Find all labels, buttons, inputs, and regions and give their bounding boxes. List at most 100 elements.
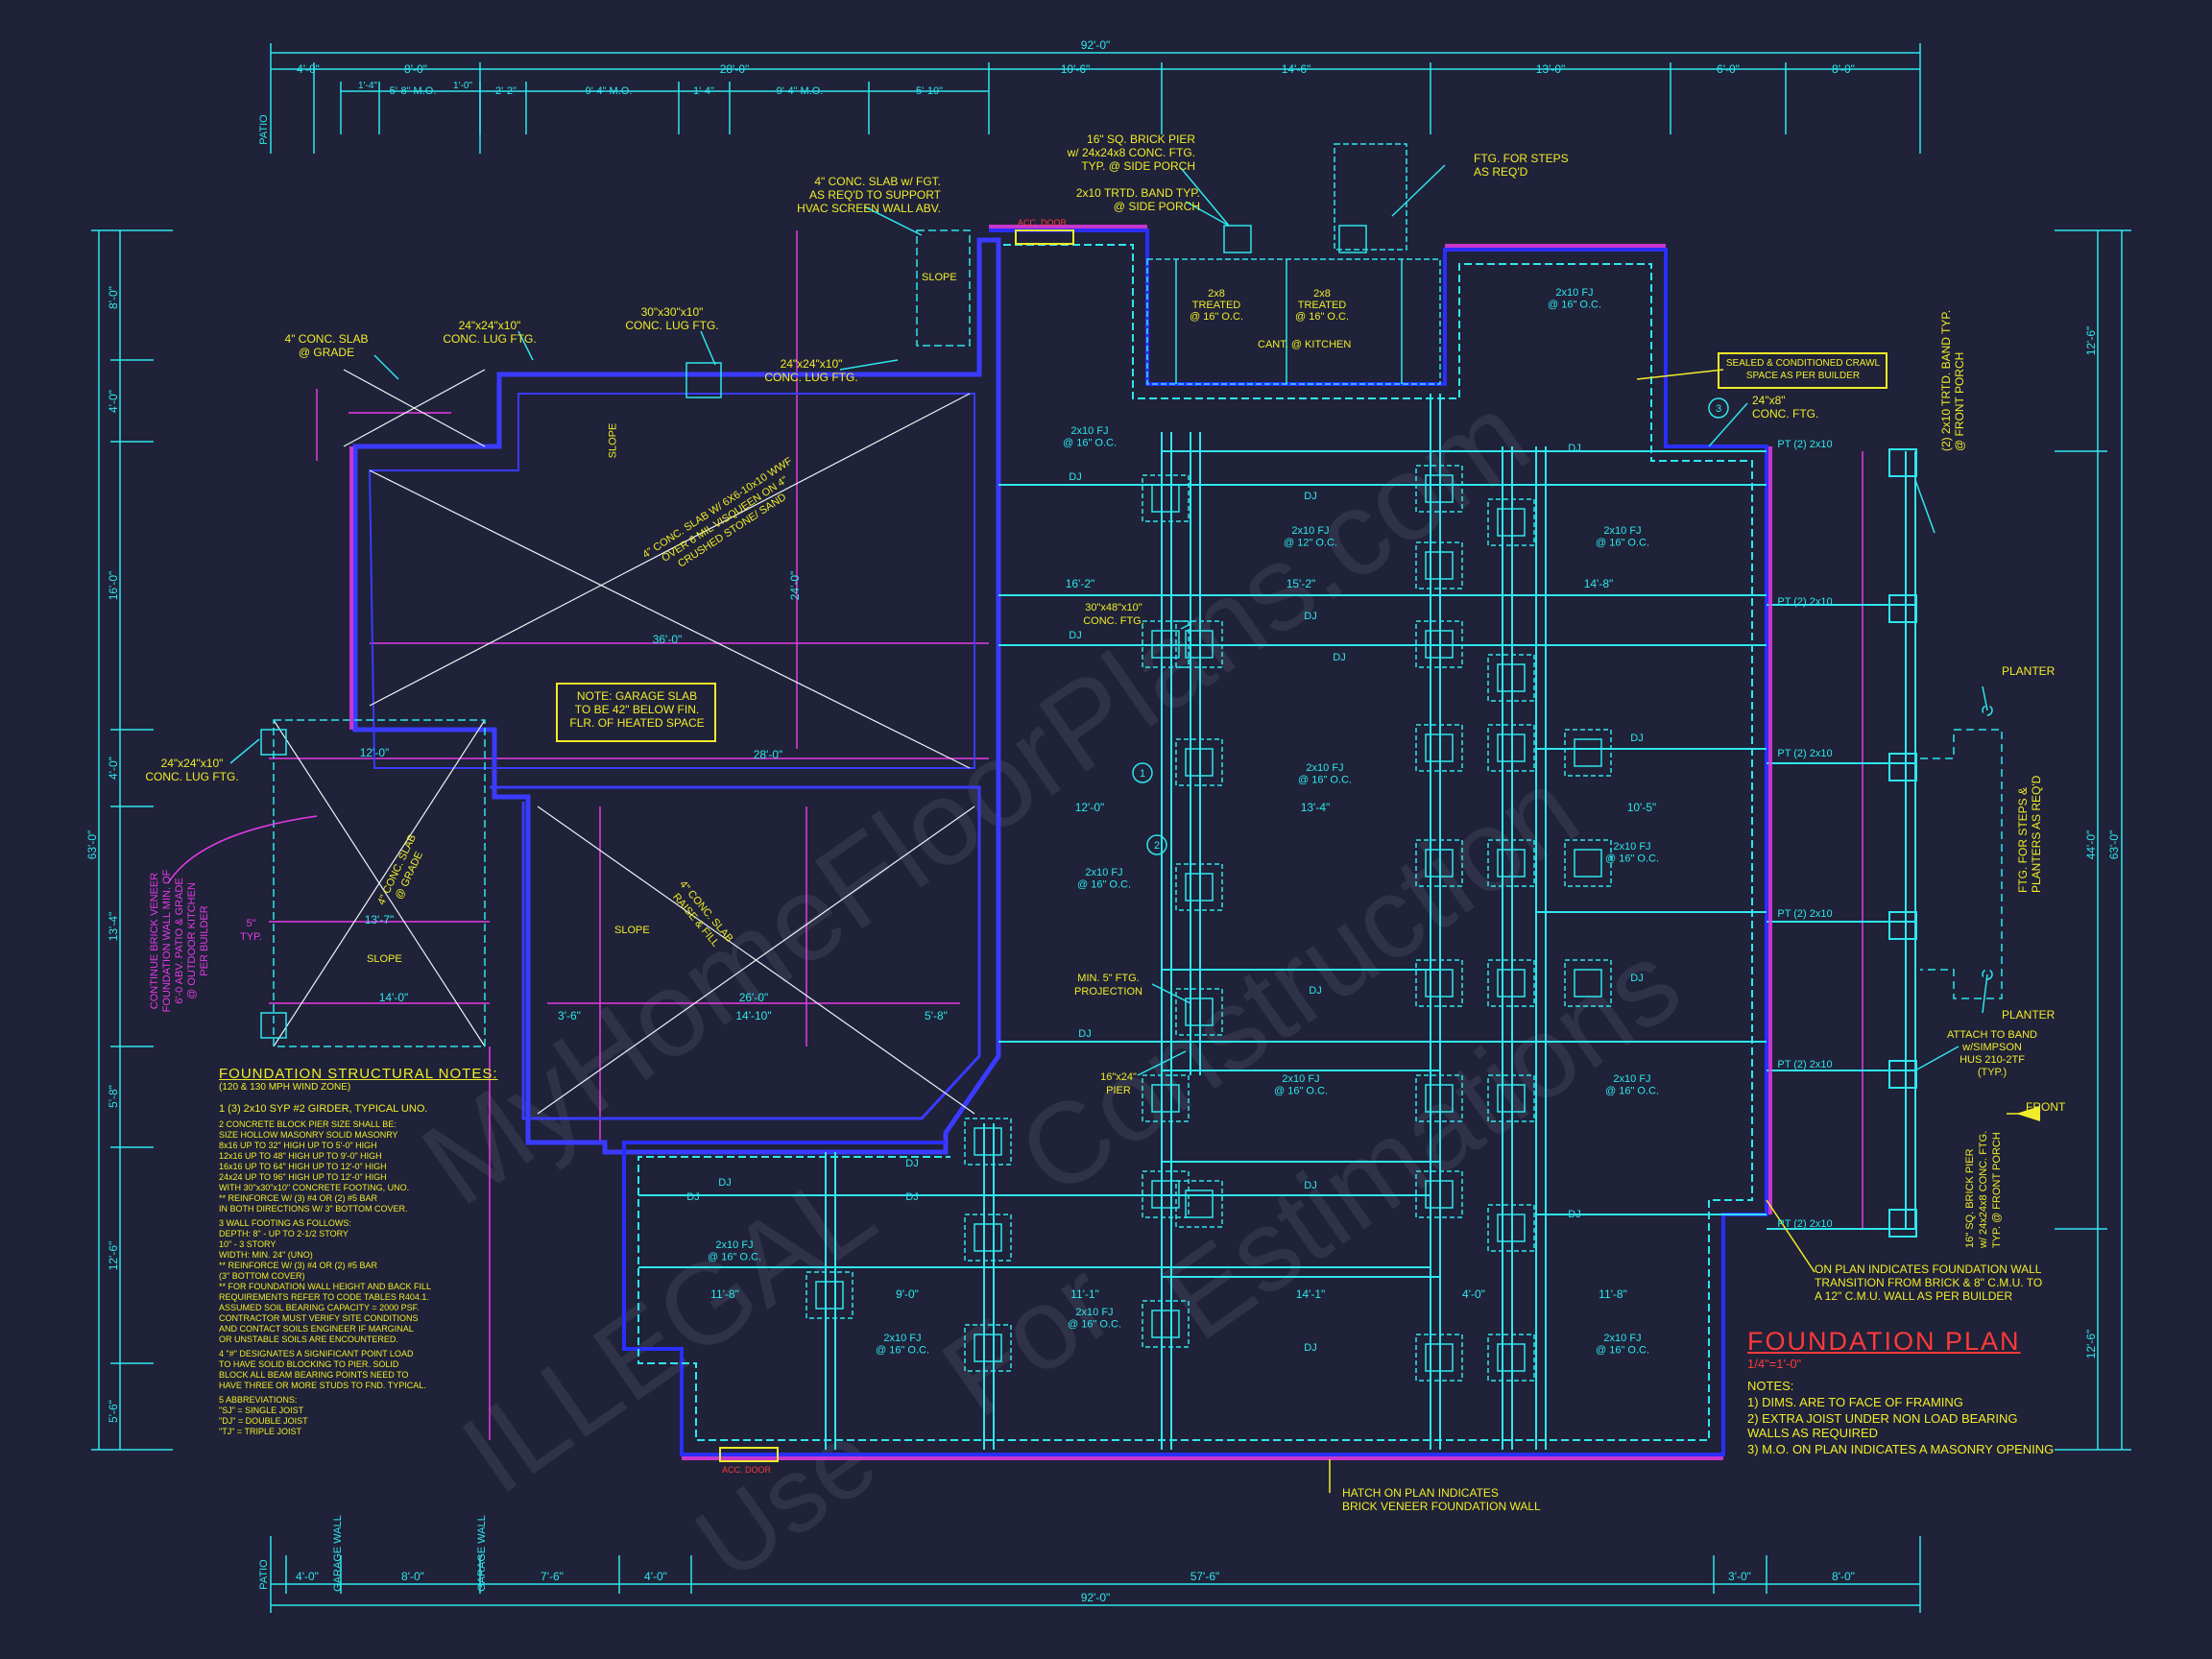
svg-text:16'-2": 16'-2"	[1066, 577, 1095, 590]
svg-text:DJ: DJ	[905, 1158, 918, 1169]
svg-text:DJ: DJ	[1630, 973, 1643, 984]
svg-text:DJ: DJ	[1304, 1180, 1316, 1191]
svg-text:63'-0": 63'-0"	[2107, 830, 2121, 860]
svg-text:2x10 FJ@ 12" O.C.: 2x10 FJ@ 12" O.C.	[1284, 525, 1337, 549]
svg-text:PT (2) 2x10: PT (2) 2x10	[1777, 1059, 1832, 1070]
foundation-structural-notes: FOUNDATION STRUCTURAL NOTES: (120 & 130 …	[219, 1066, 507, 1441]
svg-text:8'-0": 8'-0"	[404, 62, 427, 76]
plan-note-item: 2) EXTRA JOIST UNDER NON LOAD BEARING WA…	[1747, 1411, 2018, 1440]
svg-text:DJ: DJ	[1304, 491, 1316, 502]
svg-text:PT (2) 2x10: PT (2) 2x10	[1777, 908, 1832, 920]
interior-dimension-lines	[269, 230, 1863, 1440]
svg-text:DJ: DJ	[1078, 1028, 1091, 1040]
garage-note-box	[556, 683, 716, 742]
plan-scale: 1/4"=1'-0"	[1747, 1357, 1802, 1371]
svg-text:6'-0": 6'-0"	[1717, 62, 1740, 76]
svg-text:2'-2": 2'-2"	[495, 85, 517, 97]
svg-text:2x10 FJ@ 16" O.C.: 2x10 FJ@ 16" O.C.	[1068, 1307, 1121, 1331]
svg-text:DJ: DJ	[1630, 733, 1643, 744]
svg-text:7'-6": 7'-6"	[541, 1570, 564, 1583]
svg-text:10'-5": 10'-5"	[1627, 801, 1657, 814]
notes-heading: FOUNDATION STRUCTURAL NOTES:	[219, 1066, 498, 1082]
plan-note-item: 1) DIMS. ARE TO FACE OF FRAMING	[1747, 1395, 1963, 1409]
svg-text:13'-7": 13'-7"	[365, 913, 395, 926]
note-item: 4 "#" DESIGNATES A SIGNIFICANT POINT LOA…	[219, 1349, 426, 1390]
svg-text:11'-1": 11'-1"	[1070, 1287, 1099, 1301]
note-item: 1 (3) 2x10 SYP #2 GIRDER, TYPICAL UNO.	[219, 1103, 428, 1115]
svg-text:DJ: DJ	[1309, 985, 1321, 997]
callout-crawl: SEALED & CONDITIONED CRAWL SPACE AS PER …	[1725, 358, 1881, 381]
marker-labels: 2 1 3	[1140, 403, 1721, 852]
bottom-dimension-text: 4'-0" 8'-0" 7'-6" 4'-0" 57'-6" 3'-0" 8'-…	[258, 1515, 1855, 1604]
svg-text:2x10 FJ@ 16" O.C.: 2x10 FJ@ 16" O.C.	[1548, 287, 1601, 311]
svg-text:PATIO: PATIO	[258, 1559, 270, 1590]
svg-text:DJ: DJ	[718, 1177, 731, 1189]
svg-text:4'-0": 4'-0"	[296, 1570, 319, 1583]
svg-text:5'-8": 5'-8"	[925, 1009, 948, 1022]
right-dimension-text: 12'-6" 44'-0" 12'-6" 63'-0"	[2084, 326, 2121, 1359]
callout-planter-bot: PLANTER	[2002, 1008, 2056, 1022]
svg-text:14'-6": 14'-6"	[1282, 62, 1311, 76]
top-dimension-text: 92'-0" 4'-0" 8'-0" 28'-0" 10'-6" 14'-6" …	[258, 38, 1855, 145]
side-porch	[1146, 143, 1441, 385]
leader-lines	[229, 164, 1988, 1076]
svg-text:13'-4": 13'-4"	[1301, 801, 1331, 814]
svg-text:2x10 FJ@ 16" O.C.: 2x10 FJ@ 16" O.C.	[1274, 1073, 1328, 1097]
svg-text:DJ: DJ	[1568, 443, 1580, 454]
callout-front: FRONT	[2026, 1100, 2066, 1114]
callout-conc-slab-grade: 4" CONC. SLAB @ GRADE	[284, 332, 369, 359]
svg-text:PT (2) 2x10: PT (2) 2x10	[1777, 1218, 1832, 1230]
plan-notes-heading: NOTES:	[1747, 1379, 1794, 1393]
svg-text:3'-0": 3'-0"	[1728, 1570, 1751, 1583]
plan-title-block: FOUNDATION PLAN 1/4"=1'-0" NOTES: 1) DIM…	[1747, 1327, 2055, 1456]
garage-slab-marks	[273, 369, 975, 1115]
svg-text:DJ: DJ	[905, 1191, 918, 1203]
callout-pier-16: 16"x24" PIER	[1100, 1071, 1137, 1096]
front-porch-framing	[1767, 448, 1917, 1238]
svg-text:5'-6": 5'-6"	[107, 1400, 120, 1423]
svg-text:3: 3	[1716, 403, 1721, 415]
svg-text:2x10 FJ@ 16" O.C.: 2x10 FJ@ 16" O.C.	[1077, 867, 1131, 891]
access-doors	[719, 229, 1074, 1462]
svg-text:5'-8" M.O.: 5'-8" M.O.	[390, 85, 437, 97]
bottom-dimension-lines	[270, 1536, 1921, 1613]
svg-text:8'-0": 8'-0"	[1832, 1570, 1855, 1583]
svg-text:8'-0": 8'-0"	[107, 286, 120, 309]
svg-text:4'-0": 4'-0"	[644, 1570, 667, 1583]
svg-text:3'-6": 3'-6"	[558, 1009, 581, 1022]
note-item: 5 ABBREVIATIONS: "SJ" = SINGLE JOIST "DJ…	[219, 1395, 308, 1436]
notes-subheading: (120 & 130 MPH WIND ZONE)	[219, 1082, 351, 1093]
svg-text:DJ: DJ	[1069, 630, 1081, 641]
svg-text:DJ: DJ	[686, 1191, 699, 1203]
callout-veneer: CONTINUE BRICK VENEER FOUNDATION WALL MI…	[149, 869, 210, 1013]
svg-text:26'-0": 26'-0"	[739, 991, 769, 1004]
svg-text:9'-4" M.O.: 9'-4" M.O.	[777, 85, 824, 97]
svg-text:8'-0": 8'-0"	[1832, 62, 1855, 76]
svg-text:15'-2": 15'-2"	[1286, 577, 1316, 590]
svg-text:44'-0": 44'-0"	[2084, 830, 2098, 860]
svg-text:24'-0": 24'-0"	[788, 571, 802, 601]
left-dimension-text: 8'-0" 4'-0" 16'-0" 4'-0" 13'-4" 5'-8" 12…	[85, 286, 120, 1423]
plan-note-item: 3) M.O. ON PLAN INDICATES A MASONRY OPEN…	[1747, 1442, 2055, 1456]
svg-text:2x10 FJ@ 16" O.C.: 2x10 FJ@ 16" O.C.	[708, 1239, 761, 1263]
svg-text:28'-0": 28'-0"	[720, 62, 750, 76]
svg-text:57'-6": 57'-6"	[1190, 1570, 1220, 1583]
svg-text:13'-4": 13'-4"	[107, 912, 120, 942]
room-dimension-text: 36'-0" 28'-0" 24'-0" 12'-0" 13'-7" 14'-0…	[360, 571, 1657, 1301]
callout-slope-d: SLOPE	[922, 272, 957, 283]
svg-text:2x10 FJ@ 16" O.C.: 2x10 FJ@ 16" O.C.	[1596, 525, 1649, 549]
svg-text:14'-10": 14'-10"	[735, 1009, 771, 1022]
svg-text:2x10 FJ@ 16" O.C.: 2x10 FJ@ 16" O.C.	[876, 1333, 929, 1357]
svg-text:GARAGE WALL: GARAGE WALL	[332, 1515, 344, 1592]
svg-text:9'-4" M.O.: 9'-4" M.O.	[586, 85, 633, 97]
callout-slope-c: SLOPE	[367, 953, 402, 965]
svg-text:PT (2) 2x10: PT (2) 2x10	[1777, 748, 1832, 759]
svg-text:2x10 FJ@ 16" O.C.: 2x10 FJ@ 16" O.C.	[1605, 1073, 1659, 1097]
svg-text:4'-0": 4'-0"	[107, 757, 120, 780]
svg-text:DJ: DJ	[1304, 611, 1316, 622]
svg-text:4'-0": 4'-0"	[1462, 1287, 1485, 1301]
callout-brick-pier-front: 16" SQ. BRICK PIER w/ 24x24x8 CONC. FTG.…	[1964, 1130, 2003, 1248]
callout-band-front: (2) 2x10 TRTD. BAND TYP. @ FRONT PORCH	[1939, 309, 1966, 451]
svg-text:11'-8": 11'-8"	[710, 1287, 739, 1301]
